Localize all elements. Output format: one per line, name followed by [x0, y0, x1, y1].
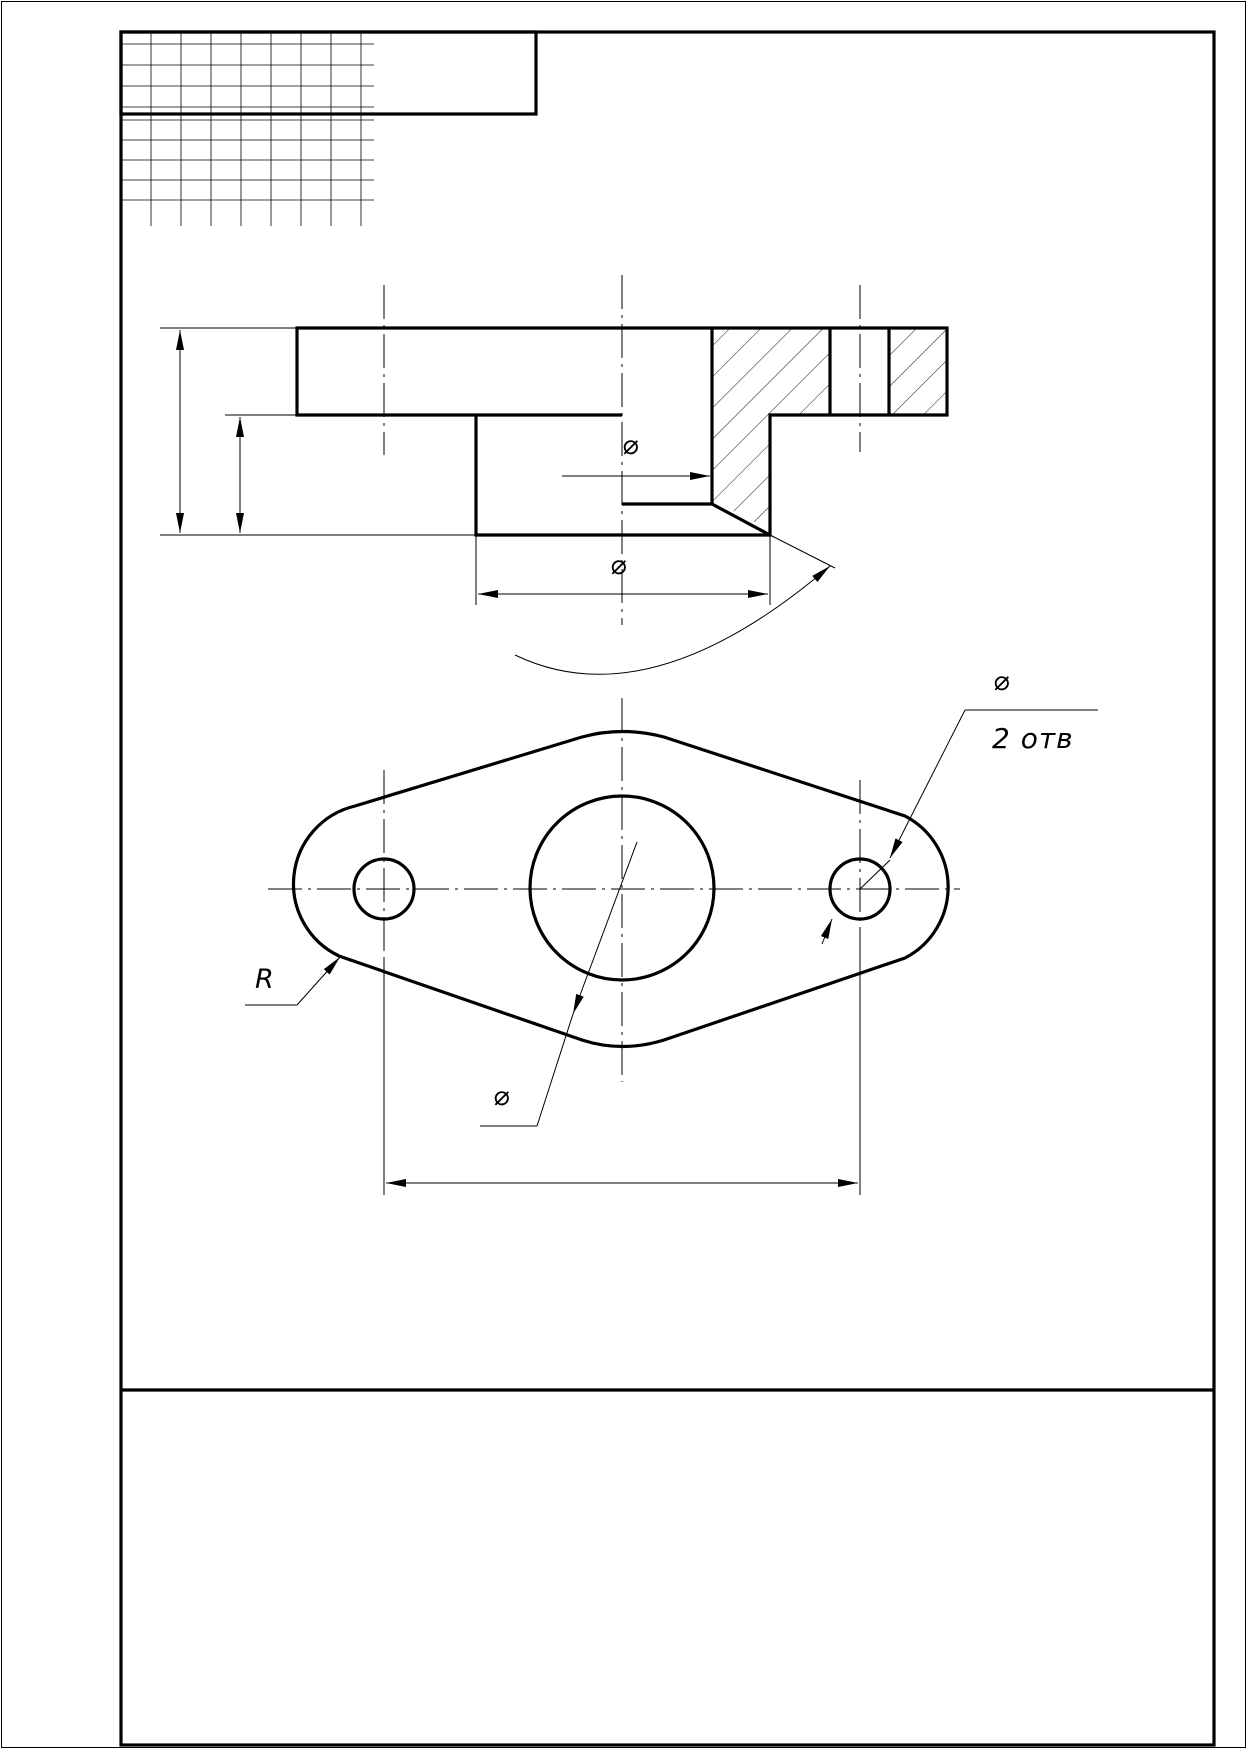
section-hatch-right — [889, 328, 947, 415]
part-outline — [295, 326, 949, 537]
hole-dim-leader-top — [889, 709, 966, 859]
flange-outline — [291, 729, 950, 1049]
chamfer-line — [711, 502, 771, 537]
radius-leader — [296, 956, 341, 1006]
drawing-frame — [119, 30, 1216, 1747]
center-bore-dia-label: ⌀ — [493, 1081, 510, 1112]
marking-box — [119, 30, 538, 116]
bore-dia-label: ⌀ — [622, 430, 639, 461]
top-view: ⌀ 2 отв R ⌀ — [245, 666, 1098, 1195]
hub-dia-label: ⌀ — [610, 550, 627, 581]
angle-ext-line — [769, 534, 836, 569]
hole-dia-label: ⌀ — [993, 666, 1010, 697]
center-bore-leader-ext — [536, 1013, 574, 1127]
chamfer-angle-arc — [514, 565, 831, 675]
front-view: ⌀ ⌀ — [160, 275, 949, 675]
center-bore-leader — [572, 841, 638, 1015]
hole-dim-leader-inner — [859, 859, 891, 890]
hole-dim-leader-bottom — [820, 918, 833, 945]
grid-block-lower — [121, 114, 374, 226]
hole-count-label: 2 отв — [992, 722, 1074, 755]
grid-block-upper — [121, 32, 374, 114]
radius-label: R — [255, 964, 274, 995]
